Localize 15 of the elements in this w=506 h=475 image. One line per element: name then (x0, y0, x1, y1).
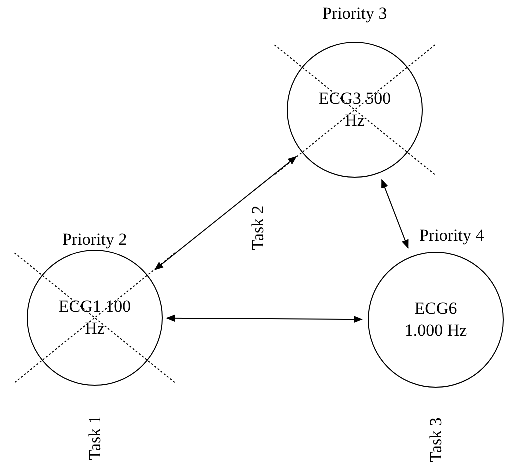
priority-label: Priority 3 (322, 4, 388, 24)
circle-node (27, 250, 163, 386)
double-arrow (154, 156, 298, 270)
node-label: ECG1 100 Hz (58, 296, 132, 340)
priority-label: Priority 4 (420, 226, 484, 246)
task-label: Task 1 (84, 416, 105, 460)
task-label: Task 3 (426, 418, 446, 462)
priority-label: Priority 2 (62, 230, 128, 250)
node-label: ECG3 500 Hz (318, 88, 392, 132)
double-arrow (382, 179, 409, 249)
double-arrow (166, 314, 363, 324)
node-label: ECG6 1.000 Hz (404, 298, 468, 342)
circle-node (368, 252, 504, 388)
circle-node (287, 42, 423, 178)
task-label: Task 2 (248, 206, 268, 250)
